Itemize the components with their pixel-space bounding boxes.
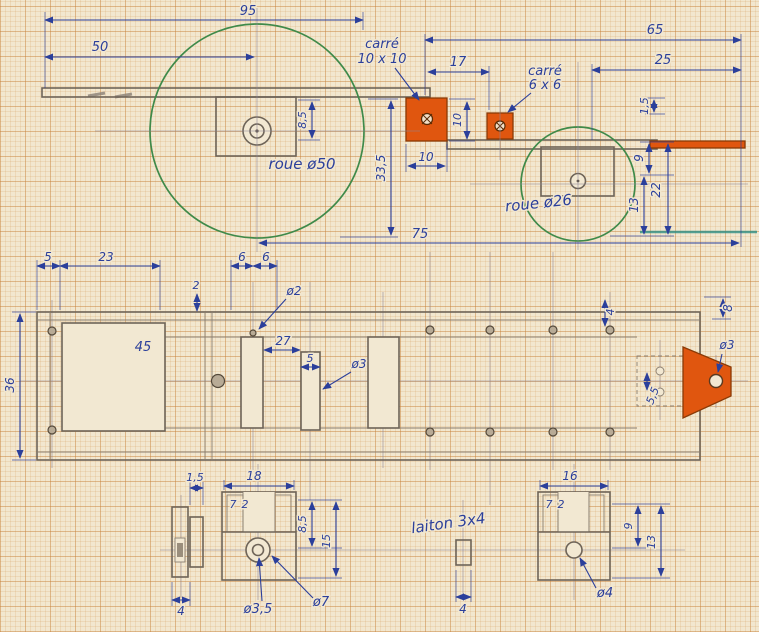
wheel-mount-small — [540, 146, 615, 197]
pocket-hole-bottom — [655, 387, 665, 397]
detail-center-hole-inner — [251, 543, 265, 557]
detail-views — [171, 491, 611, 581]
dim-center-7: 7 — [230, 498, 237, 511]
plan-view — [36, 311, 732, 461]
dim-10-horizontal: 10 — [418, 150, 434, 164]
slot-2 — [300, 351, 321, 431]
dim-95: 95 — [240, 4, 257, 19]
dim-right-13: 13 — [645, 535, 658, 549]
dim-2: 2 — [193, 279, 200, 292]
label-phi-7: ø7 — [312, 595, 330, 610]
dim-75: 75 — [412, 227, 429, 242]
dim-center-18: 18 — [246, 469, 262, 483]
dim-65: 65 — [647, 23, 664, 38]
dim-10-vertical: 10 — [451, 113, 464, 127]
dim-brass-4: 4 — [459, 602, 467, 616]
dim-45: 45 — [135, 340, 152, 355]
dim-36: 36 — [3, 377, 17, 393]
dim-13: 13 — [627, 197, 641, 212]
slot-3 — [367, 336, 400, 429]
side-view-dimensions: 95 50 65 17 25 8,5 33,5 10 10 1,5 — [44, 3, 742, 247]
detail-dimensions: 1,5 4 18 7 2 8,5 15 ø3,5 ø7 laiton 3x4 4… — [171, 468, 670, 620]
spring-right-2 — [588, 494, 605, 533]
dim-left-4: 4 — [177, 604, 185, 618]
spring-right — [274, 494, 292, 533]
cutout-large — [61, 322, 166, 432]
label-laiton: laiton 3x4 — [410, 509, 487, 537]
dim-right-16: 16 — [562, 469, 578, 483]
dim-center-8-5: 8,5 — [296, 515, 309, 533]
tail-bracket — [682, 346, 732, 420]
dim-phi3: ø3 — [351, 357, 367, 371]
dim-4: 4 — [604, 309, 617, 316]
dim-center-2: 2 — [242, 498, 249, 511]
dim-50: 50 — [92, 40, 109, 55]
pocket-hole-top — [655, 366, 665, 376]
dim-phi2: ø2 — [286, 284, 302, 298]
dim-6b: 6 — [262, 250, 270, 264]
detail-right-hole — [565, 541, 583, 559]
dim-phi3-right: ø3 — [719, 338, 735, 352]
label-phi-3-5: ø3,5 — [243, 602, 273, 617]
slot-1 — [240, 336, 264, 429]
label-carre-10x10: carré — [365, 37, 399, 52]
dim-right-7: 7 — [546, 498, 553, 511]
dim-left-1-5: 1,5 — [186, 471, 204, 484]
dim-25: 25 — [655, 53, 672, 68]
svg-text:6 x 6: 6 x 6 — [529, 78, 562, 93]
dim-9: 9 — [632, 154, 646, 162]
svg-text:10 x 10: 10 x 10 — [357, 52, 406, 67]
brass-part — [455, 539, 472, 566]
dim-8-5: 8,5 — [296, 111, 309, 129]
dim-8: 8 — [721, 304, 735, 312]
dim-27: 27 — [275, 334, 291, 348]
dim-right-9: 9 — [622, 523, 635, 530]
dim-center-15: 15 — [320, 534, 333, 548]
dim-17: 17 — [450, 55, 467, 70]
plan-view-dimensions: 5 23 2 6 6 ø2 45 27 5 ø3 36 4 8 ø3 5,5 — [2, 249, 737, 461]
dim-33-5: 33,5 — [374, 155, 388, 182]
bracket-hole — [708, 373, 724, 389]
dim-23: 23 — [98, 250, 113, 264]
dim-5b: 5 — [307, 352, 314, 365]
dim-22: 22 — [649, 182, 663, 197]
label-phi-4: ø4 — [596, 586, 613, 601]
label-roue-26: roue ø26 — [504, 191, 573, 216]
detail-left-arm — [189, 516, 204, 568]
wheel-mount-large — [215, 96, 297, 157]
plate-holes — [47, 325, 615, 437]
label-roue-50: roue ø50 — [268, 155, 335, 173]
dim-1-5: 1,5 — [638, 97, 651, 115]
label-carre-6x6: carré — [528, 64, 562, 79]
dim-right-2: 2 — [558, 498, 565, 511]
dim-5: 5 — [44, 250, 52, 264]
detail-left-body — [171, 506, 189, 578]
dim-6a: 6 — [238, 250, 246, 264]
